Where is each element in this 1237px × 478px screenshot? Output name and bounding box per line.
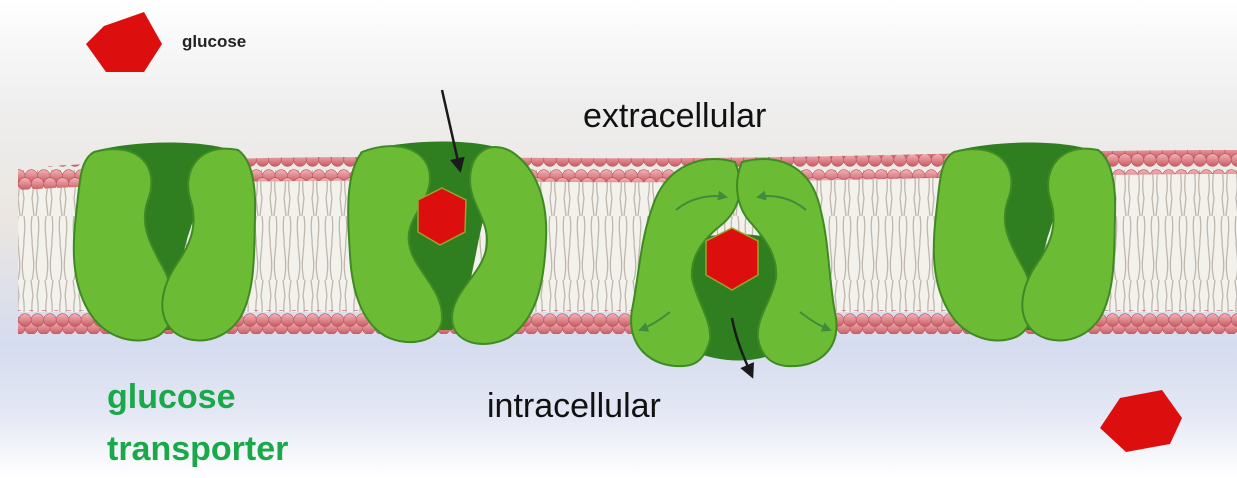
legend-glucose-label: glucose [182,32,246,52]
title-line-1: glucose [107,378,235,417]
intracellular-label: intracellular [487,387,661,426]
extracellular-label: extracellular [583,97,766,136]
title-line-2: transporter [107,430,288,469]
transporter-open-outward-empty-left [74,143,255,341]
transporter-occluded-open-inward [631,159,836,376]
transporter-open-outward-empty-right [934,143,1115,341]
